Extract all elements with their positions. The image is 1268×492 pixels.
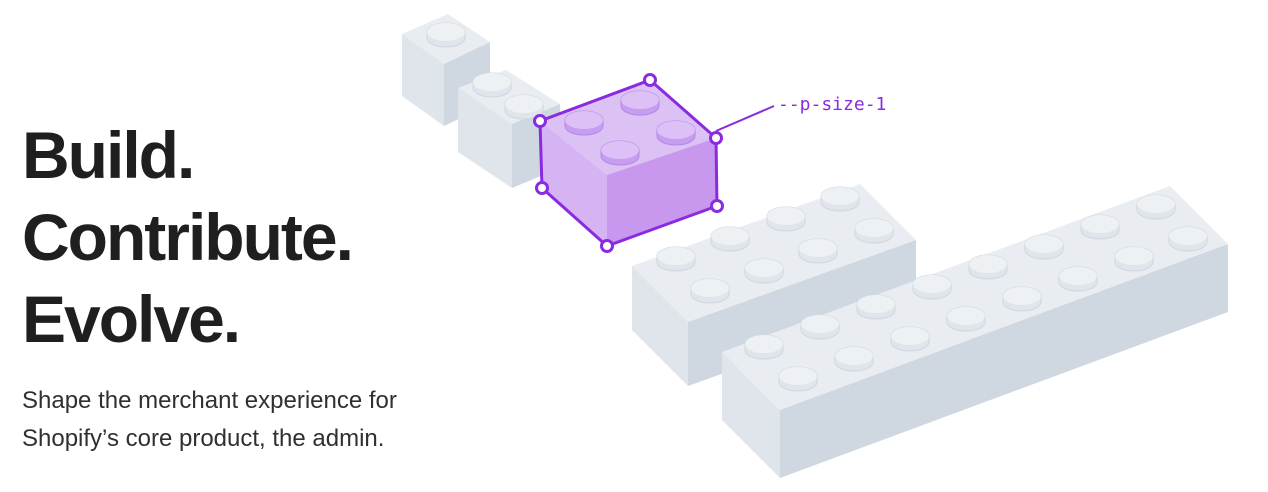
brick-extra-long [722,186,1228,478]
hero-headline: Build. Contribute. Evolve. [22,114,542,360]
headline-line-evolve: Evolve. [22,282,241,356]
handle-right [709,131,723,145]
brick-small [402,14,490,126]
hero-copy: Build. Contribute. Evolve. Shape the mer… [22,114,542,458]
headline-line-build: Build. [22,118,195,192]
handle-top-left [533,114,547,128]
handle-bottom [600,239,614,253]
subhead-line-2: Shopify’s core product, the admin. [22,425,385,452]
handle-top [643,73,657,87]
handle-left [535,181,549,195]
handle-bottom-right [710,199,724,213]
size-token-label: --p-size-1 [778,94,886,115]
brick-highlighted [533,73,724,253]
headline-line-contribute: Contribute. [22,200,354,274]
token-callout-line [715,105,775,132]
hero-subhead: Shape the merchant experience for Shopif… [22,382,542,458]
subhead-line-1: Shape the merchant experience for [22,387,397,414]
